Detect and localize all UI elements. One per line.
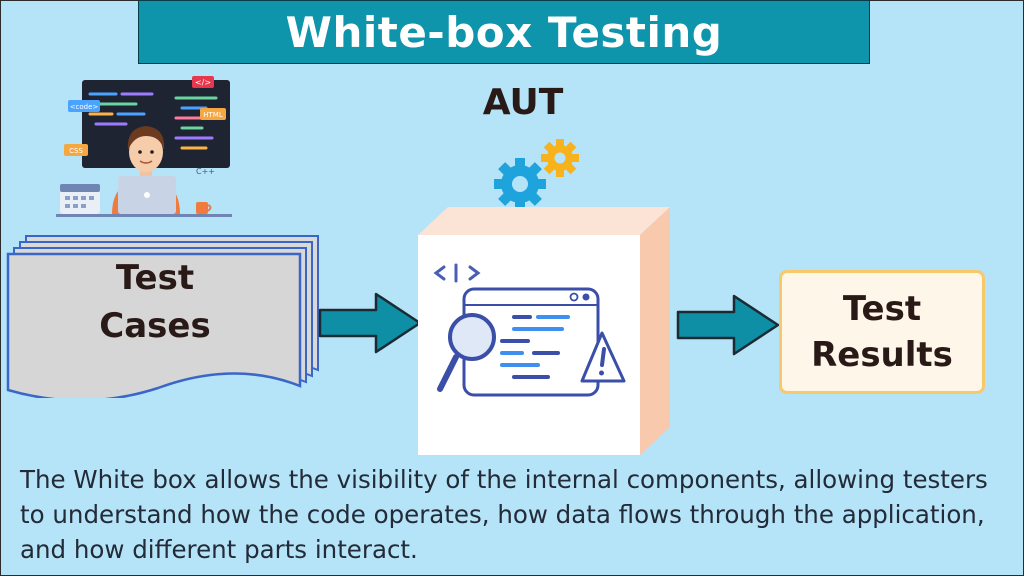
code-badge	[68, 100, 100, 112]
mug-icon	[196, 202, 208, 214]
css-badge	[64, 144, 88, 156]
developer-illustration: </> <code> HTML CSS C++	[56, 76, 232, 217]
code-tag-badge	[192, 76, 214, 88]
code-badge-label: <code>	[70, 103, 99, 111]
yellow-gear-icon	[541, 139, 579, 177]
css-badge-label: CSS	[69, 147, 83, 155]
person-hair	[127, 126, 165, 150]
test-cases-line1: Test	[115, 258, 195, 298]
code-brackets-icon	[433, 263, 481, 283]
gears-icon	[494, 139, 579, 210]
desk	[56, 214, 232, 217]
test-cases-label: Test Cases	[40, 254, 270, 350]
cpp-label: C++	[196, 167, 215, 176]
cube-side-face	[640, 207, 670, 455]
warning-icon	[580, 331, 626, 383]
code-tag-label: </>	[195, 78, 211, 87]
test-results-line2: Results	[811, 335, 953, 375]
person-face	[129, 132, 163, 172]
magnifier-icon	[437, 313, 496, 392]
test-cases-line2: Cases	[99, 306, 211, 346]
arrow-to-aut	[318, 292, 422, 354]
test-cases-document-stack	[6, 235, 319, 398]
arrow-to-results	[676, 294, 780, 356]
blue-gear-icon	[494, 158, 546, 210]
monitor-screen	[82, 80, 230, 168]
html-badge-label: HTML	[203, 111, 223, 119]
html-badge	[200, 108, 226, 120]
test-results-box: Test Results	[779, 270, 985, 394]
aut-label: AUT	[482, 82, 564, 123]
description-text: The White box allows the visibility of t…	[20, 465, 988, 564]
cube-top-face	[418, 207, 670, 235]
white-box-cube	[418, 207, 670, 455]
title-bar: White-box Testing	[138, 0, 870, 64]
page-title: White-box Testing	[285, 7, 723, 57]
test-results-line1: Test	[842, 289, 922, 329]
